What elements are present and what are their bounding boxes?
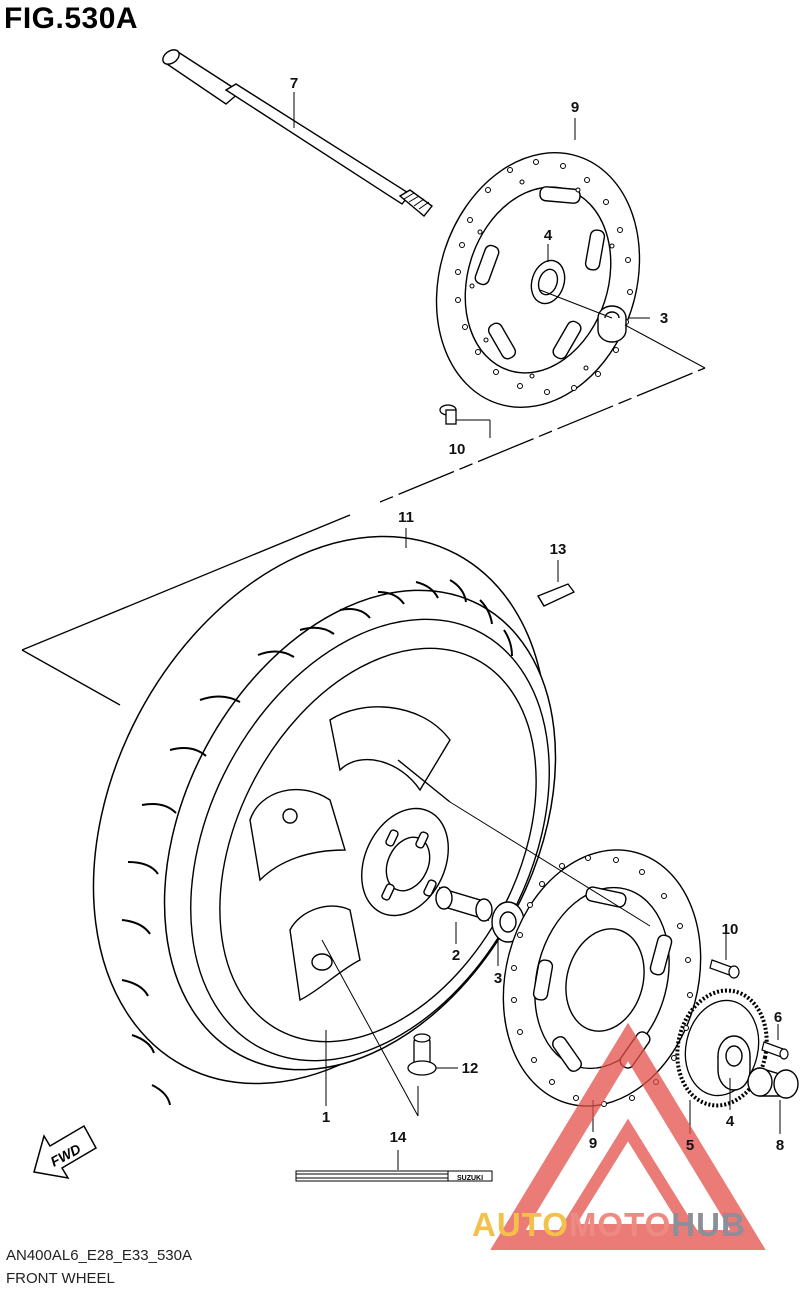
lower-brake-disc [502,849,702,1107]
figure-title: FIG.530A [4,2,139,35]
callout-11: 11 [398,509,414,526]
balance-weight [537,583,576,607]
callout-8: 8 [776,1137,784,1154]
section-boundary [21,367,706,706]
abs-sensor-ring [675,988,769,1108]
balance-tape [295,1170,493,1182]
upper-bearing [597,305,627,343]
callout-9-top: 9 [571,99,579,116]
watermark-part-hub: HUB [671,1206,746,1243]
upper-disc-bolt [439,404,457,425]
callout-7: 7 [290,75,298,92]
watermark-part-moto: MOTO [568,1206,672,1243]
axle-part [162,49,434,217]
callout-9-bottom: 9 [589,1135,597,1152]
figure-code: AN400AL6_E28_E33_530A [6,1247,192,1264]
callout-4-top: 4 [544,227,553,244]
tire-valve [407,1033,437,1076]
lower-disc-bolt [709,959,740,979]
axle-end-cap [747,1067,799,1099]
callout-10-bottom: 10 [722,921,739,938]
watermark-part-auto: AUTO [472,1206,569,1243]
callout-6: 6 [774,1009,782,1026]
callout-3-bottom: 3 [494,970,502,987]
upper-leader-lines [293,92,706,438]
tape-brand-label: SUZUKI [457,1175,483,1182]
callout-3-top: 3 [660,310,668,327]
figure-caption: FRONT WHEEL [6,1270,115,1287]
callout-10-top: 10 [449,441,466,458]
callout-12: 12 [462,1060,479,1077]
fwd-arrow-icon [33,1124,98,1180]
sensor-screw [761,1041,789,1060]
callout-13: 13 [550,541,567,558]
axle-spacer [435,886,493,922]
watermark-logo: AUTOMOTOHUB [472,1206,746,1244]
callout-1: 1 [322,1109,330,1126]
wheel-hub [361,759,451,917]
callout-5: 5 [686,1137,694,1154]
upper-brake-disc [435,152,641,408]
callout-2: 2 [452,947,460,964]
callout-4-bottom: 4 [726,1113,735,1130]
hub-collar [717,1035,751,1091]
warning-triangle-icon [490,1022,766,1250]
callout-14: 14 [390,1129,407,1146]
